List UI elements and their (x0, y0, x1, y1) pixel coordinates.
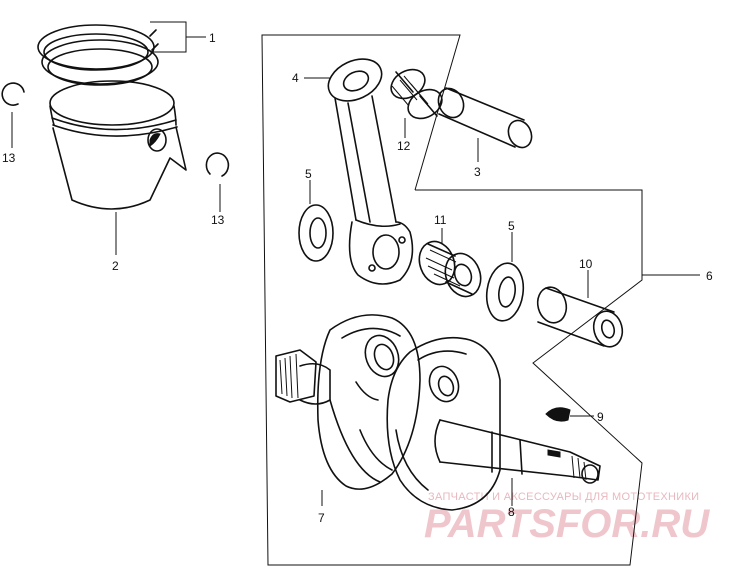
thrust-washer-left (298, 204, 334, 262)
callout-8: 8 (508, 505, 515, 519)
watermark: ЗАПЧАСТИ И АКСЕССУАРЫ ДЛЯ МОТОТЕХНИКИ PA… (424, 491, 710, 546)
crankshaft-left-half (275, 314, 421, 490)
callout-6: 6 (706, 269, 713, 283)
assembly-frame (261, 34, 643, 566)
callout-12: 12 (397, 139, 411, 153)
callout-7: 7 (318, 511, 325, 525)
woodruff-key (545, 407, 571, 422)
callout-13-left: 13 (2, 151, 16, 165)
callout-2: 2 (112, 259, 119, 273)
piston-rings (37, 24, 159, 86)
watermark-tagline: ЗАПЧАСТИ И АКСЕССУАРЫ ДЛЯ МОТОТЕХНИКИ (428, 491, 699, 503)
callout-labels: 1 2 3 4 5 5 6 7 8 9 10 11 12 13 13 (2, 31, 713, 525)
thrust-washer-right (485, 262, 525, 322)
callout-4: 4 (292, 71, 299, 85)
connecting-rod (327, 58, 414, 285)
piston-pin-clip-left (1, 82, 25, 106)
piston (49, 80, 187, 210)
callout-5-left: 5 (305, 167, 312, 181)
piston-pin-clip-right (205, 152, 230, 177)
callout-3: 3 (474, 165, 481, 179)
big-end-bearing (418, 240, 482, 298)
small-end-bearing (390, 68, 443, 120)
callout-5-right: 5 (508, 219, 515, 233)
crankshaft-right-half (386, 336, 601, 511)
crank-pin (536, 286, 624, 348)
callout-10: 10 (579, 257, 593, 271)
watermark-brand: PARTSFOR.RU (424, 502, 710, 546)
callout-13-right: 13 (211, 213, 225, 227)
callout-1: 1 (209, 31, 216, 45)
callout-11: 11 (434, 213, 447, 227)
piston-pin (437, 87, 533, 149)
callout-9: 9 (597, 410, 604, 424)
